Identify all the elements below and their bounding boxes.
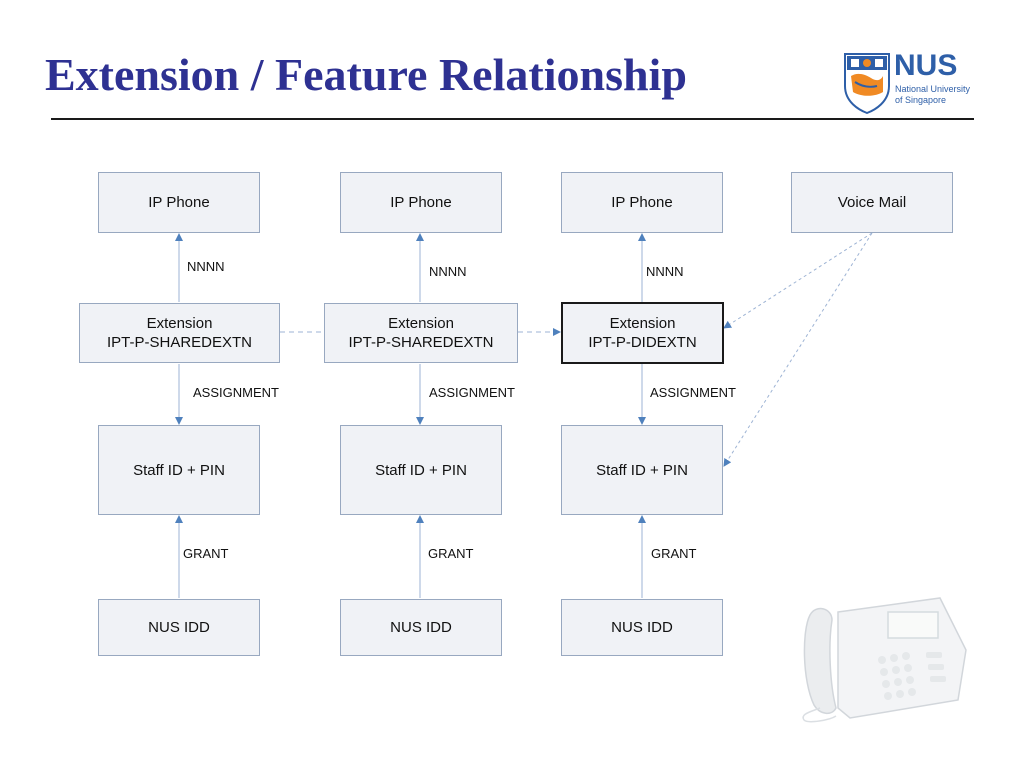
edge-label-assignment-1: ASSIGNMENT (193, 385, 279, 400)
node-label: NUS IDD (148, 619, 210, 636)
logo-subtitle-line2: of Singapore (895, 95, 947, 105)
edge-label-nnnn-2: NNNN (429, 264, 467, 279)
node-ip-phone-3: IP Phone (561, 172, 723, 233)
node-nus-idd-1: NUS IDD (98, 599, 260, 656)
node-extension-3: Extension IPT-P-DIDEXTN (561, 302, 724, 364)
edge-label-nnnn-3: NNNN (646, 264, 684, 279)
edge-voicemail-to-staff3 (723, 232, 873, 467)
node-label-line1: Extension (146, 315, 213, 332)
logo-wordmark: NUS (894, 49, 958, 82)
node-nus-idd-3: NUS IDD (561, 599, 723, 656)
node-label-line1: Extension (609, 315, 676, 332)
node-nus-idd-2: NUS IDD (340, 599, 502, 656)
node-extension-1: Extension IPT-P-SHAREDEXTN (79, 303, 280, 363)
node-label-line1: Extension (388, 315, 454, 332)
node-voice-mail: Voice Mail (791, 172, 953, 233)
node-label: Staff ID + PIN (133, 461, 225, 479)
node-label: Voice Mail (837, 194, 907, 211)
node-staff-3: Staff ID + PIN (561, 425, 723, 515)
node-label: IP Phone (390, 194, 452, 211)
edge-label-grant-1: GRANT (183, 546, 229, 561)
node-label: Staff ID + PIN (375, 461, 467, 479)
node-label: Staff ID + PIN (596, 461, 688, 479)
node-label: IP Phone (148, 194, 210, 211)
node-staff-1: Staff ID + PIN (98, 425, 260, 515)
edge-label-grant-3: GRANT (651, 546, 697, 561)
node-label-line2: IPT-P-SHAREDEXTN (106, 334, 253, 351)
title-divider (51, 118, 974, 120)
logo-subtitle-line1: National University (895, 84, 971, 94)
node-label: IP Phone (611, 194, 673, 211)
edge-label-assignment-3: ASSIGNMENT (650, 385, 736, 400)
node-label-line2: IPT-P-DIDEXTN (588, 334, 697, 351)
slide-title: Extension / Feature Relationship (45, 49, 687, 100)
node-extension-2: Extension IPT-P-SHAREDEXTN (324, 303, 518, 363)
node-ip-phone-2: IP Phone (340, 172, 502, 233)
desk-phone-icon (802, 597, 967, 723)
nus-logo: NUS National University of Singapore (843, 49, 978, 115)
node-label: NUS IDD (611, 619, 673, 636)
nus-crest-icon (844, 53, 890, 115)
edge-voicemail-to-ext3 (723, 232, 873, 329)
edge-label-nnnn-1: NNNN (187, 259, 225, 274)
edge-label-grant-2: GRANT (428, 546, 474, 561)
node-label: NUS IDD (390, 619, 452, 636)
edge-label-assignment-2: ASSIGNMENT (429, 385, 515, 400)
node-label-line2: IPT-P-SHAREDEXTN (348, 334, 494, 351)
node-ip-phone-1: IP Phone (98, 172, 260, 233)
node-staff-2: Staff ID + PIN (340, 425, 502, 515)
